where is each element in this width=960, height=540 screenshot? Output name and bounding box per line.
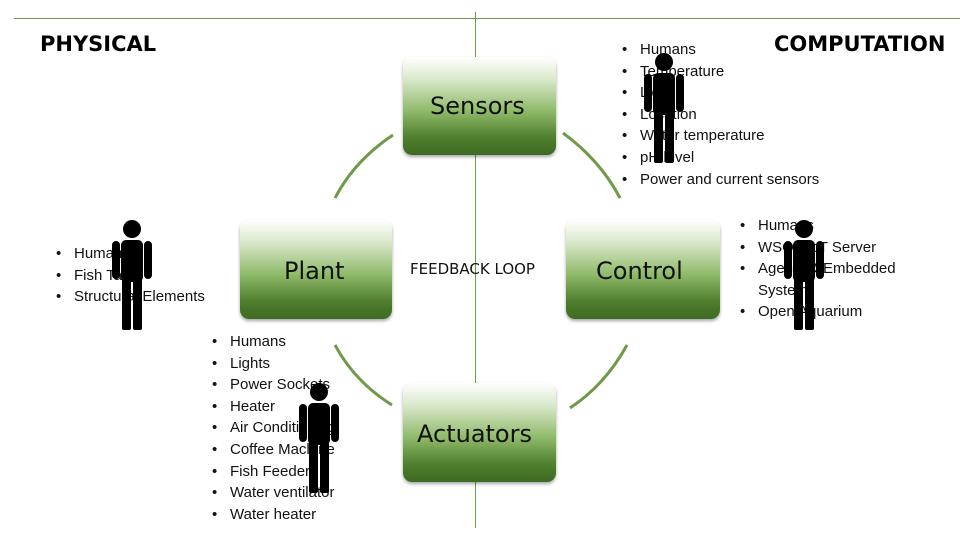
plant-label: Plant: [284, 257, 345, 285]
arc-plant-to-sensors: [333, 133, 394, 199]
list-item: Coffee Machine: [212, 439, 336, 461]
list-item: Water ventilator: [212, 482, 336, 504]
person-icon: [644, 53, 684, 163]
physical-header: PHYSICAL: [40, 32, 157, 56]
arc-control-to-actuators: [569, 344, 629, 410]
actuator-list: Humans Lights Power Sockets Heater Air C…: [212, 331, 336, 525]
list-item: Water heater: [212, 504, 336, 526]
list-item: Power and current sensors: [622, 169, 819, 191]
list-item: Fish Feeder: [212, 461, 336, 483]
list-item: Heater: [212, 396, 336, 418]
control-label: Control: [596, 257, 683, 285]
list-item: Humans: [212, 331, 336, 353]
person-icon: [112, 220, 152, 330]
list-item: Lights: [212, 353, 336, 375]
arc-sensors-to-control: [562, 131, 622, 199]
actuators-label: Actuators: [417, 420, 532, 448]
list-item: Humans: [622, 39, 819, 61]
person-icon: [784, 220, 824, 330]
arc-actuators-to-plant: [333, 344, 393, 407]
list-item: Power Sockets: [212, 374, 336, 396]
sensors-node: Sensors: [403, 57, 556, 155]
feedback-loop-label: FEEDBACK LOOP: [410, 260, 535, 278]
actuators-node: Actuators: [403, 383, 556, 482]
person-icon: [299, 383, 339, 493]
control-node: Control: [566, 220, 720, 319]
center-divider: [475, 12, 476, 528]
sensors-label: Sensors: [430, 92, 525, 120]
plant-node: Plant: [240, 220, 392, 319]
top-divider: [14, 18, 960, 19]
